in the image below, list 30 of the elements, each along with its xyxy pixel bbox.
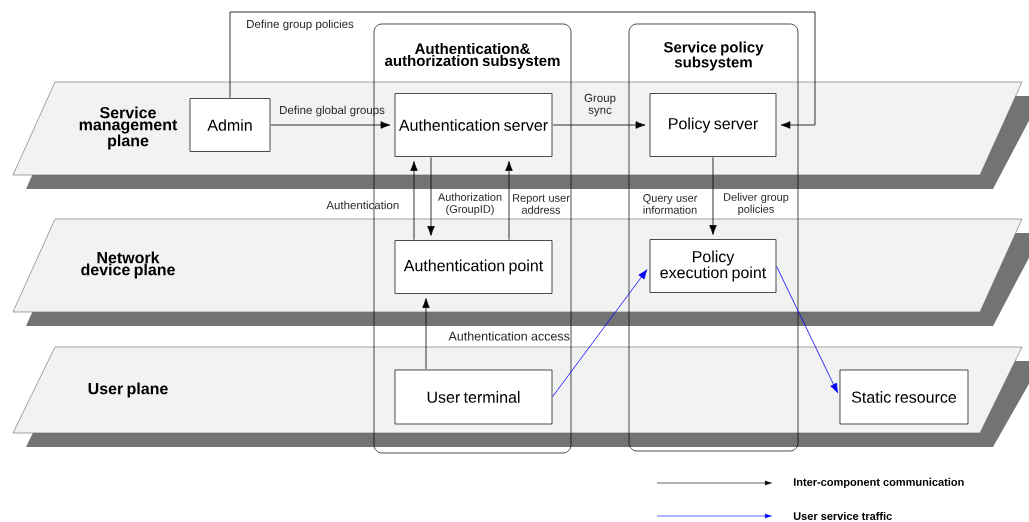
- edge-label: Authentication: [326, 200, 399, 210]
- arrow: [552, 121, 646, 129]
- arrow: [270, 121, 391, 129]
- arrow: [229, 11, 816, 129]
- arrow: [427, 156, 435, 236]
- arrow: [552, 269, 648, 397]
- component-box: Admin: [189, 98, 271, 152]
- legend-item: Inter-component communication: [656, 477, 964, 489]
- arrow: [410, 161, 418, 241]
- component-box: Policy execution point: [649, 239, 777, 293]
- annotation: Query user information: [643, 194, 698, 214]
- plane-label: Network device plane: [81, 251, 175, 279]
- edge-label: Authorization (GroupID): [437, 192, 502, 216]
- arrow: [505, 161, 513, 241]
- arrow: [776, 266, 838, 394]
- arrow: [422, 298, 430, 370]
- component-box: Authentication server: [394, 93, 553, 157]
- edge-label: Deliver group policies: [724, 192, 789, 216]
- edge-label: Group sync: [584, 93, 616, 117]
- legend-item: User service traffic: [656, 511, 892, 521]
- edge-label: Define global groups: [280, 105, 385, 117]
- edge-label: Define group policies: [247, 19, 354, 31]
- component-box: Static resource: [839, 369, 969, 425]
- component-box: User terminal: [394, 369, 553, 425]
- component-box: Policy server: [649, 93, 777, 157]
- plane-label: User plane: [88, 382, 168, 398]
- edge-label: Report user address: [513, 194, 570, 214]
- arrow: [709, 156, 717, 235]
- edge-label: Authentication access: [448, 331, 570, 341]
- component-box: Authentication point: [394, 240, 553, 294]
